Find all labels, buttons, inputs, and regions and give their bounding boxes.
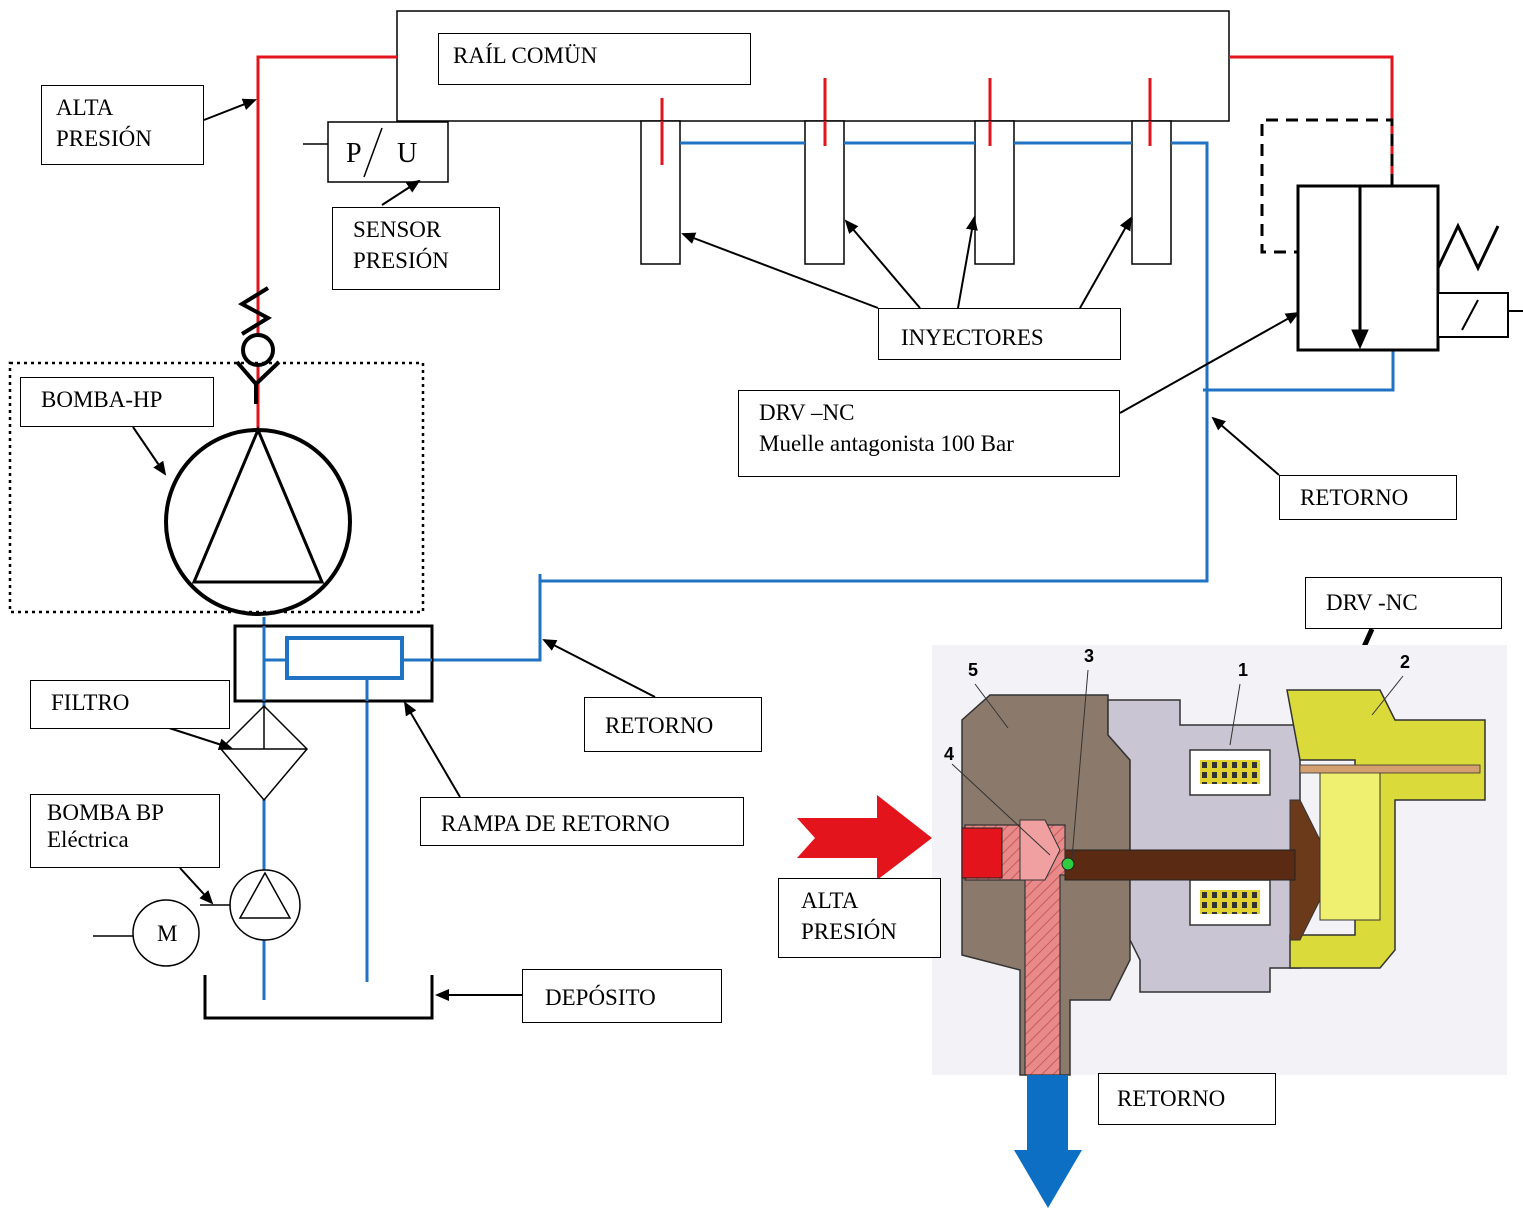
motor-icon — [93, 899, 200, 967]
return-bottom-label-box: RETORNO — [1098, 1073, 1276, 1125]
svg-text:4: 4 — [944, 744, 954, 764]
svg-text:1: 1 — [1238, 660, 1248, 680]
drv-label-line2: Muelle antagonista 100 Bar — [759, 431, 1014, 456]
tank-icon — [203, 975, 434, 1020]
injectors-label: INYECTORES — [901, 325, 1044, 350]
sensor-label-line1: SENSOR — [353, 217, 442, 242]
return-right-label-box: RETORNO — [1279, 475, 1457, 520]
return-rail-label: RAMPA DE RETORNO — [441, 811, 670, 836]
filter-label: FILTRO — [51, 690, 130, 715]
return-arrow — [1014, 1075, 1082, 1208]
lp-pump-label-line2: Eléctrica — [47, 827, 129, 852]
sensor-label-box: SENSOR PRESIÓN — [332, 207, 500, 290]
lp-pump-label-box: BOMBA BP Eléctrica — [30, 794, 220, 868]
motor-label: M — [157, 921, 178, 946]
pressure-sensor-p: P — [346, 138, 362, 169]
drv-cutaway-drawing: 5 3 1 2 4 — [932, 645, 1507, 1076]
svg-text:5: 5 — [968, 660, 978, 680]
return-mid-label-box: RETORNO — [584, 697, 762, 752]
drv-label-box: DRV –NC Muelle antagonista 100 Bar — [738, 390, 1120, 477]
hp-pump-label: BOMBA-HP — [41, 387, 163, 412]
high-pressure-arrow — [797, 795, 932, 880]
filter-label-box: FILTRO — [30, 680, 230, 729]
lp-pump-label-line1: BOMBA BP — [47, 800, 164, 825]
lp-pump-icon — [200, 869, 301, 941]
tank-label: DEPÓSITO — [545, 985, 656, 1010]
high-pressure-label-line2: PRESIÓN — [56, 126, 152, 151]
hp-pump-label-box: BOMBA-HP — [20, 377, 214, 427]
pressure-sensor-u: U — [397, 138, 418, 169]
check-valve-icon — [235, 286, 281, 404]
injectors-label-box: INYECTORES — [878, 308, 1121, 360]
svg-text:2: 2 — [1400, 652, 1410, 672]
return-bottom-label: RETORNO — [1117, 1086, 1226, 1111]
high-pressure-label-box: ALTA PRESIÓN — [41, 85, 204, 165]
drv-valve-symbol — [1260, 118, 1523, 352]
return-rail-symbol — [233, 624, 434, 703]
svg-text:3: 3 — [1084, 646, 1094, 666]
hp-pump-enclosure — [8, 361, 425, 614]
high-pressure-label-line1: ALTA — [56, 95, 114, 120]
hp-pump-icon — [164, 426, 352, 616]
injector-3 — [974, 120, 1015, 265]
rail-label-box: RAÍL COMÜN — [438, 33, 751, 85]
return-mid-label: RETORNO — [605, 713, 714, 738]
pressure-sensor-symbol — [303, 121, 449, 183]
filter-icon — [219, 704, 309, 802]
sensor-label-line2: PRESIÓN — [353, 248, 449, 273]
tank-label-box: DEPÓSITO — [522, 969, 722, 1023]
rail-label: RAÍL COMÜN — [453, 43, 598, 68]
hp-arrow-label-box: ALTA PRESIÓN — [778, 878, 941, 958]
hp-arrow-label-line2: PRESIÓN — [801, 919, 897, 944]
pointer-arrows — [132, 98, 1300, 1001]
return-rail-label-box: RAMPA DE RETORNO — [420, 797, 744, 846]
drv-label-line1: DRV –NC — [759, 400, 855, 425]
drv-detail-label-box: DRV -NC — [1305, 577, 1502, 629]
return-right-label: RETORNO — [1300, 485, 1409, 510]
hp-arrow-label-line1: ALTA — [801, 888, 859, 913]
drv-detail-label: DRV -NC — [1326, 590, 1418, 615]
